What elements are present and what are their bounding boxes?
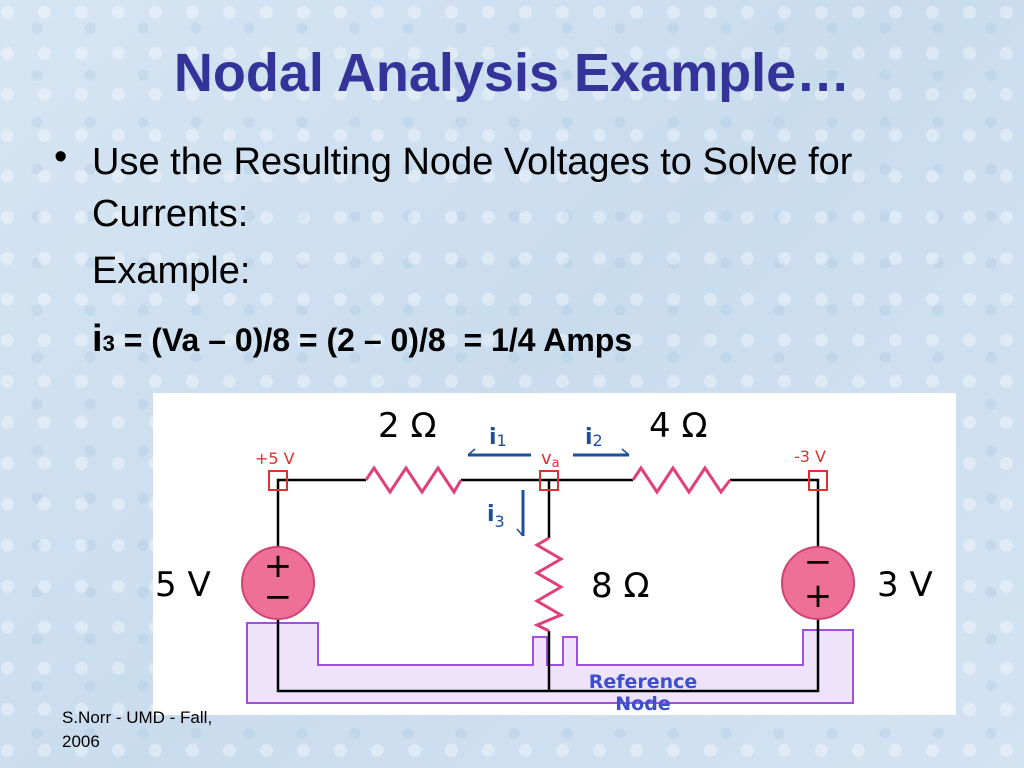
source-right-voltage-label: 3 V <box>877 565 933 605</box>
slide-title: Nodal Analysis Example… <box>173 43 851 103</box>
footer-line-2: 2006 <box>62 732 100 751</box>
equation-body: = (Va – 0)/8 = (2 – 0)/8 = 1/4 Amps <box>114 322 633 358</box>
resistor-4-ohm-label: 4 Ω <box>649 406 707 446</box>
voltage-source-left <box>241 546 315 620</box>
node-marker-va <box>539 470 559 491</box>
i1-label: i1 <box>489 425 507 450</box>
node-right-voltage-label: -3 V <box>794 447 826 466</box>
source-left-bottom-sign: − <box>264 577 293 617</box>
resistor-8-ohm-label: 8 Ω <box>591 566 649 606</box>
source-right-bottom-sign: + <box>804 576 833 616</box>
resistor-4-ohm <box>631 465 732 495</box>
footer-line-1: S.Norr - UMD - Fall, <box>62 708 213 727</box>
example-label: Example: <box>92 250 251 292</box>
circuit-wires <box>276 478 820 693</box>
bullet-marker: • <box>54 136 68 178</box>
va-label: va <box>541 448 560 471</box>
source-left-top-sign: + <box>264 546 293 586</box>
source-left-voltage-label: 5 V <box>155 565 211 605</box>
footer-credit: S.Norr - UMD - Fall, 2006 <box>62 706 262 754</box>
voltage-source-right <box>781 546 855 620</box>
reference-node-region <box>246 622 854 704</box>
resistor-8-ohm <box>533 536 565 633</box>
node-marker-right <box>808 470 828 491</box>
equation-i: i <box>92 318 103 360</box>
node-left-voltage-label: +5 V <box>255 449 295 468</box>
reference-node-label-line2: Node <box>615 693 670 715</box>
current-equation: i3 = (Va – 0)/8 = (2 – 0)/8 = 1/4 Amps <box>92 318 632 361</box>
i3-label: i3 <box>487 502 505 531</box>
equation-subscript: 3 <box>102 331 115 356</box>
bullet-text: Use the Resulting Node Voltages to Solve… <box>92 141 853 235</box>
circuit-diagram: + − − + 2 Ω 4 Ω 8 Ω +5 V -3 V 5 V 3 V i1… <box>155 406 933 715</box>
source-right-top-sign: − <box>804 542 833 582</box>
i2-label: i2 <box>585 425 603 450</box>
resistor-2-ohm-label: 2 Ω <box>378 406 436 446</box>
node-marker-left <box>268 470 288 491</box>
resistor-2-ohm <box>364 465 463 495</box>
reference-node-label-line1: Reference <box>589 671 698 693</box>
circuit-figure: + − − + 2 Ω 4 Ω 8 Ω +5 V -3 V 5 V 3 V i1… <box>153 393 956 715</box>
